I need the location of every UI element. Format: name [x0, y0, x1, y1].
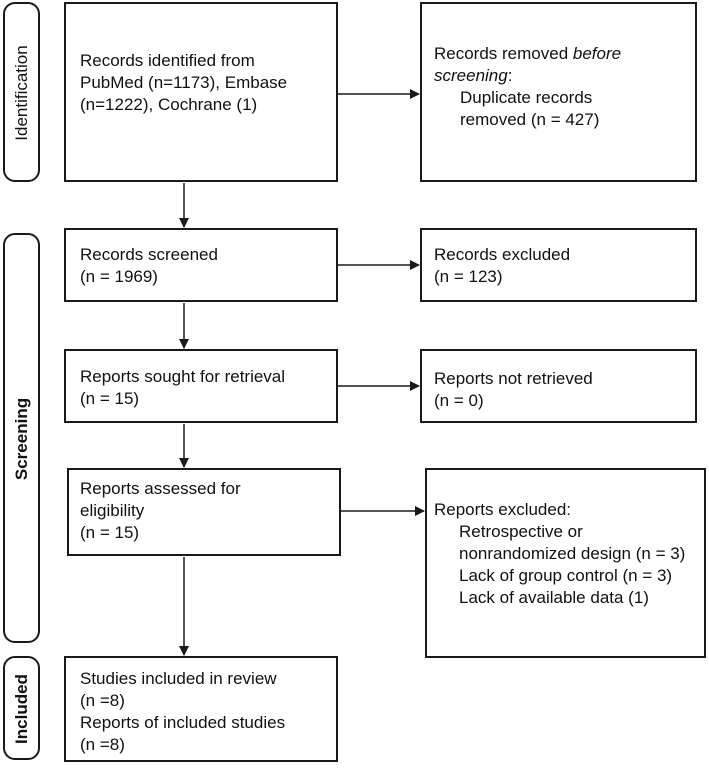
phase-included: Included [3, 656, 40, 760]
records-identified-box [64, 2, 338, 182]
reports-assessed-line1: Reports assessed for [80, 479, 241, 498]
studies-included-line4: (n =8) [80, 735, 125, 754]
reports-assessed-line2: eligibility [80, 501, 145, 520]
records-removed-line2: screening: [434, 65, 512, 87]
reports-excluded-title: Reports excluded: [434, 500, 572, 519]
records-removed-colon: : [507, 66, 513, 85]
records-identified-line2: PubMed (n=1173), Embase [80, 73, 288, 92]
records-removed-text: Records removed [434, 44, 573, 63]
reports-assessed-box [67, 468, 341, 556]
reports-excluded-reason: Lack of group control (n = 3) [459, 566, 673, 585]
reports-not-retrieved-line1: Reports not retrieved [434, 369, 593, 388]
studies-included-line2: (n =8) [80, 691, 125, 710]
reports-not-retrieved-box [420, 349, 697, 423]
studies-included-box [64, 656, 338, 762]
records-screened-line1: Records screened [80, 245, 218, 264]
records-removed-line1: Records removed before [434, 43, 621, 65]
records-screened-line2: (n = 1969) [80, 267, 158, 286]
records-screened-box [64, 228, 338, 302]
records-removed-before: before [572, 44, 622, 63]
reports-excluded-box [425, 468, 706, 658]
phase-identification: Identification [3, 2, 40, 182]
records-removed-screening: screening [434, 66, 508, 85]
reports-sought-line2: (n = 15) [80, 389, 140, 408]
studies-included-line1: Studies included in review [80, 669, 277, 688]
records-identified-line1: Records identified from [80, 51, 255, 70]
records-excluded-box [420, 228, 697, 302]
reports-assessed-line3: (n = 15) [80, 523, 140, 542]
reports-excluded-reason: Retrospective or [459, 522, 583, 541]
duplicate-records-line1: Duplicate records [460, 88, 593, 107]
reports-excluded-reason: nonrandomized design (n = 3) [459, 544, 686, 563]
studies-included-line3: Reports of included studies [80, 713, 286, 732]
reports-sought-box [64, 349, 338, 423]
reports-sought-line1: Reports sought for retrieval [80, 367, 286, 386]
records-excluded-line1: Records excluded [434, 245, 571, 264]
phase-screening: Screening [3, 233, 40, 643]
records-removed-box [420, 2, 697, 182]
records-identified-line3: (n=1222), Cochrane (1) [80, 95, 258, 114]
records-excluded-line2: (n = 123) [434, 267, 503, 286]
reports-not-retrieved-line2: (n = 0) [434, 391, 484, 410]
reports-excluded-reason: Lack of available data (1) [459, 588, 649, 607]
duplicate-records-line2: removed (n = 427) [460, 110, 600, 129]
